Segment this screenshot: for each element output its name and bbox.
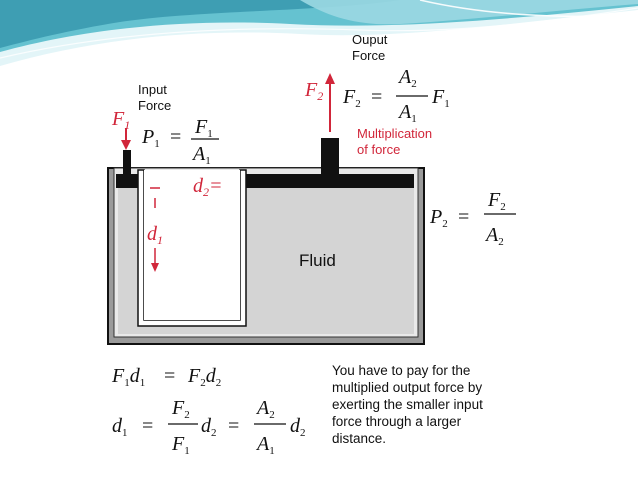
- arrows: [121, 73, 335, 272]
- svg-text:A1: A1: [191, 143, 211, 167]
- F1-label: F1: [111, 108, 130, 132]
- svg-text:F1: F1: [194, 116, 213, 140]
- svg-text:F1: F1: [171, 433, 190, 457]
- d2-label: d2=: [193, 175, 223, 199]
- formula-work: F1d1 = F2d2: [111, 365, 221, 389]
- formula-P1: P1 = F1 A1: [141, 116, 219, 167]
- hydraulic-container: [107, 138, 425, 345]
- large-piston: [246, 174, 414, 188]
- header-wave-decoration: [0, 0, 638, 66]
- svg-text:F2d2: F2d2: [187, 365, 221, 389]
- svg-text:A1: A1: [255, 433, 275, 457]
- small-piston-rod: [123, 150, 131, 176]
- svg-text:F1d1: F1d1: [111, 365, 145, 389]
- svg-text:F2: F2: [487, 189, 506, 213]
- formula-P2: P2 = F2 A2: [429, 189, 516, 248]
- svg-text:=: =: [228, 415, 239, 437]
- F2-label: F2: [304, 79, 323, 103]
- svg-text:=: =: [142, 415, 153, 437]
- svg-text:=: =: [371, 86, 382, 108]
- svg-text:=: =: [164, 365, 175, 387]
- explanation-note: You have to pay for the multiplied outpu…: [332, 363, 483, 446]
- small-piston: [116, 174, 138, 188]
- svg-text:d2: d2: [201, 415, 217, 439]
- large-piston-rod: [321, 138, 339, 176]
- svg-text:A2: A2: [255, 397, 275, 421]
- svg-text:A1: A1: [397, 101, 417, 125]
- svg-text:P1: P1: [141, 126, 160, 150]
- svg-text:d1: d1: [112, 415, 128, 439]
- svg-text:=: =: [458, 206, 469, 228]
- fluid-label: Fluid: [299, 251, 336, 270]
- svg-text:F2: F2: [171, 397, 190, 421]
- d1-label: d1: [147, 223, 163, 247]
- svg-text:P2: P2: [429, 206, 448, 230]
- formula-F2: F2 = A2 A1 F1: [342, 66, 450, 125]
- svg-text:d2: d2: [290, 415, 306, 439]
- formula-distance: d1 = F2 F1 d2 = A2 A1 d2: [112, 397, 306, 457]
- svg-text:=: =: [170, 126, 181, 148]
- fluid-body: [118, 186, 414, 334]
- svg-text:A2: A2: [484, 224, 504, 248]
- svg-text:A2: A2: [397, 66, 417, 90]
- svg-text:F2: F2: [342, 86, 361, 110]
- svg-text:F1: F1: [431, 86, 450, 110]
